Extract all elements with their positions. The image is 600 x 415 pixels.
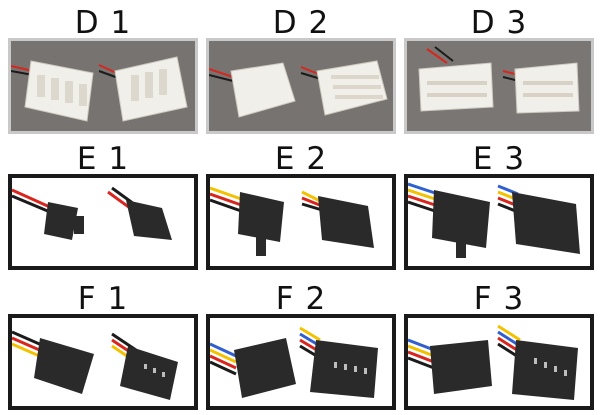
label-e3: E 3 <box>472 141 526 177</box>
cell-f1: F 1 <box>8 282 198 410</box>
label-d3: D 3 <box>470 5 528 41</box>
cell-d2: D 2 <box>206 6 396 134</box>
label-f1: F 1 <box>77 281 129 317</box>
jst-4pin-pair-icon <box>408 182 580 258</box>
cell-e3: E 3 <box>404 142 594 270</box>
jst-3pin-pair-icon <box>210 186 374 256</box>
fan-4pin-pair-icon <box>210 326 378 398</box>
cell-f2: F 2 <box>206 282 396 410</box>
cell-d3: D 3 <box>404 6 594 134</box>
cell-e1: E 1 <box>8 142 198 270</box>
label-e1: E 1 <box>76 141 130 177</box>
label-d1: D 1 <box>74 5 132 41</box>
fan-3pin-pair-icon <box>12 330 178 400</box>
label-f3: F 3 <box>473 281 525 317</box>
cell-f3: F 3 <box>404 282 594 410</box>
photo-e1 <box>8 174 198 270</box>
photo-e3 <box>404 174 594 270</box>
photo-d2 <box>206 38 396 134</box>
label-d2: D 2 <box>272 5 330 41</box>
cell-e2: E 2 <box>206 142 396 270</box>
fan-4pin-side-pair-icon <box>408 324 578 400</box>
label-f2: F 2 <box>275 281 327 317</box>
molex-side-pair-icon <box>407 41 591 131</box>
photo-e2 <box>206 174 396 270</box>
jst-2pin-pair-icon <box>12 186 172 240</box>
photo-f3 <box>404 314 594 410</box>
molex-female-pair-icon <box>209 41 393 131</box>
molex-male-pair-icon <box>11 41 195 131</box>
photo-f2 <box>206 314 396 410</box>
cell-d1: D 1 <box>8 6 198 134</box>
label-e2: E 2 <box>274 141 328 177</box>
photo-f1 <box>8 314 198 410</box>
photo-d1 <box>8 38 198 134</box>
photo-d3 <box>404 38 594 134</box>
